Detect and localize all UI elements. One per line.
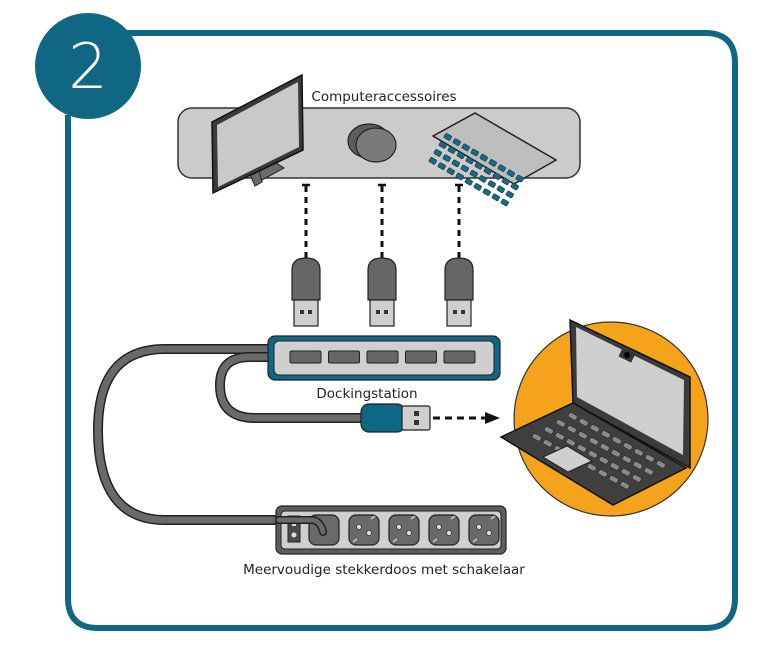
laptop-key (623, 442, 633, 451)
keyboard-key (461, 143, 470, 152)
keyboard-key (443, 133, 452, 141)
laptop-key (609, 475, 619, 484)
keyboard-key (446, 167, 455, 176)
keyboard-key (505, 190, 514, 199)
laptop-key (633, 461, 643, 470)
laptop-key (622, 455, 632, 464)
laptop-key (588, 450, 598, 459)
power-socket (275, 514, 340, 546)
keyboard-key (464, 177, 473, 186)
laptop-key (645, 454, 655, 463)
laptop-key (587, 463, 597, 472)
keyboard-key (460, 164, 469, 173)
laptop-key (620, 481, 630, 490)
laptop-key (579, 418, 589, 427)
laptop-key (598, 469, 608, 478)
keyboard-key (428, 157, 437, 165)
laptop-key (612, 436, 622, 445)
keyboard-key (506, 169, 515, 178)
dock-port (405, 350, 437, 364)
step-badge: 2 (35, 13, 141, 119)
keyboard-key (437, 162, 446, 170)
laptop-key (644, 467, 654, 476)
laptop-key (555, 432, 565, 441)
laptop-key (656, 460, 666, 469)
laptop-icon (499, 318, 709, 517)
keyboard-key (487, 180, 496, 188)
mouse-icon (347, 123, 397, 163)
accessories-label: Computeraccessoires (311, 89, 456, 105)
monitor-icon (211, 73, 304, 195)
keyboard-key (455, 172, 464, 181)
laptop-key (567, 425, 577, 434)
laptop-key (611, 449, 621, 458)
keyboard-key (479, 153, 488, 162)
laptop-key (532, 433, 542, 442)
usb-plugs (291, 183, 474, 327)
keyboard-key (515, 174, 524, 183)
dock-port (366, 350, 399, 364)
laptop-key (621, 468, 631, 477)
keyboard-icon (428, 112, 558, 207)
laptop-key (578, 431, 588, 440)
laptop-key (600, 443, 610, 452)
dock-port (443, 350, 476, 364)
laptop-key (632, 474, 642, 483)
power-socket (388, 514, 420, 546)
dock-port (289, 350, 322, 364)
keyboard-key (473, 183, 482, 191)
power-socket (468, 514, 500, 546)
keyboard-key (488, 159, 497, 167)
frame-border (65, 30, 738, 631)
laptop-key (599, 456, 609, 465)
dock-usb-connector (360, 403, 431, 433)
laptop-key (556, 419, 566, 428)
keyboard-key (474, 161, 483, 170)
keyboard-key (469, 169, 478, 178)
power-socket (348, 514, 380, 546)
usb-plug (367, 183, 397, 327)
keyboard-key (478, 175, 487, 183)
usb-plug (444, 183, 474, 327)
keyboard-key (482, 188, 491, 196)
laptop-key (568, 412, 578, 421)
keyboard-key (456, 151, 465, 160)
keyboard-key (497, 164, 506, 172)
keyboard-key (470, 148, 479, 157)
laptop-key (566, 438, 576, 447)
power-strip (275, 505, 507, 555)
keyboard-key (510, 182, 519, 191)
keyboard-key (465, 156, 474, 165)
step-number: 2 (68, 30, 107, 103)
keyboard-key (483, 167, 492, 175)
power-socket (428, 514, 460, 546)
laptop-key (634, 448, 644, 457)
arrow-to-laptop (433, 412, 500, 424)
laptop-key (577, 444, 587, 453)
dock-port (328, 350, 360, 364)
keyboard-key (433, 149, 442, 157)
dock-label: Dockingstation (316, 386, 417, 402)
keyboard-key (491, 193, 500, 202)
laptop-key (543, 439, 553, 448)
keyboard-key (447, 146, 456, 154)
keyboard-key (452, 138, 461, 146)
powerstrip-label: Meervoudige stekkerdoos met schakelaar (243, 562, 525, 578)
laptop-key (610, 462, 620, 471)
keyboard-key (451, 159, 460, 168)
keyboard-key (492, 172, 501, 180)
laptop-key (589, 437, 599, 446)
cables (92, 344, 370, 525)
docking-station (267, 335, 501, 381)
keyboard-key (501, 177, 510, 186)
laptop-key (601, 430, 611, 439)
usb-plug (291, 183, 321, 327)
laptop-key (590, 424, 600, 433)
laptop-key (544, 426, 554, 435)
keyboard-key (496, 185, 505, 194)
keyboard-key (500, 198, 509, 207)
keyboard-key (442, 154, 451, 162)
keyboard-key (438, 141, 447, 149)
